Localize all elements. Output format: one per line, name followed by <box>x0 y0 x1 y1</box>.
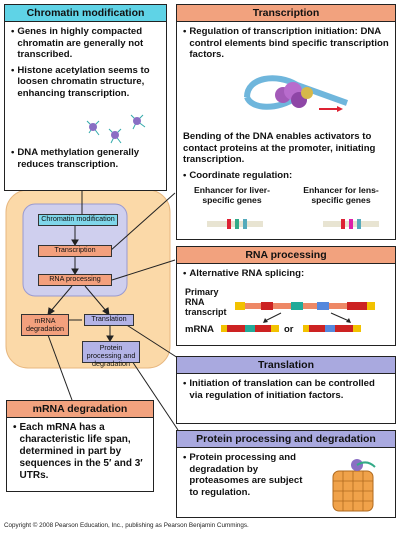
dna-bending-illustration <box>244 75 349 112</box>
flow-transcription: Transcription <box>38 245 112 257</box>
chromatin-panel: Chromatin modification •Genes in highly … <box>4 4 167 191</box>
mrna-degradation-panel: mRNA degradation •Each mRNA has a charac… <box>6 400 154 492</box>
protein-processing-panel: Protein processing and degradation •Prot… <box>176 430 396 518</box>
flow-translation: Translation <box>84 314 134 326</box>
chromatin-title: Chromatin modification <box>5 5 166 22</box>
transcription-title: Transcription <box>177 5 395 22</box>
connector-transcription <box>109 192 176 252</box>
enhancer-liver-label: Enhancer for liver-specific genes <box>194 185 270 205</box>
connector-protein <box>125 351 179 431</box>
transcription-panel: Transcription •Regulation of transcripti… <box>176 4 396 240</box>
degradation-bullet-1: Each mRNA has a characteristic life span… <box>19 422 143 481</box>
transcription-bullet-1: Regulation of transcription initiation: … <box>189 26 389 61</box>
translation-title: Translation <box>177 357 395 374</box>
chromatin-bullet-2: Histone acetylation seems to loosen chro… <box>17 64 150 99</box>
enhancer-illustration <box>207 219 379 229</box>
rna-processing-title: RNA processing <box>177 247 395 264</box>
connector-degradation <box>47 334 73 401</box>
flow-arrows <box>47 226 114 342</box>
connector-translation <box>121 321 179 359</box>
rna-processing-panel: RNA processing •Alternative RNA splicing… <box>176 246 396 346</box>
translation-panel: Translation •Initiation of translation c… <box>176 356 396 424</box>
enhancer-lens-label: Enhancer for lens-specific genes <box>303 185 379 205</box>
protein-processing-title: Protein processing and degradation <box>177 431 395 448</box>
mrna-label: mRNA <box>185 324 215 335</box>
splicing-illustration <box>221 302 375 332</box>
mrna-degradation-title: mRNA degradation <box>7 401 153 418</box>
connector-rna <box>111 259 176 281</box>
proteasome-illustration <box>332 459 376 512</box>
flow-chromatin: Chromatin modification <box>38 214 118 226</box>
flow-mrna-degradation: mRNA degradation <box>21 314 69 336</box>
transcription-paragraph-2: Bending of the DNA enables activators to… <box>183 131 376 166</box>
translation-bullet-1: Initiation of translation can be control… <box>189 378 375 401</box>
nucleosome-illustration <box>86 114 146 144</box>
chromatin-bullet-1: Genes in highly compacted chromatin are … <box>17 26 144 61</box>
flow-rna-processing: RNA processing <box>38 274 112 286</box>
chromatin-bullet-3: DNA methylation generally reduces transc… <box>17 147 140 170</box>
copyright-text: Copyright © 2008 Pearson Education, Inc.… <box>4 522 249 529</box>
transcription-bullet-3: Coordinate regulation: <box>189 169 293 181</box>
or-label: or <box>284 324 294 335</box>
protein-bullet-1: Protein processing and degradation by pr… <box>189 452 303 498</box>
primary-transcript-label: Primary RNA transcript <box>185 287 227 317</box>
flow-protein-processing: Protein processing and degradation <box>82 341 140 368</box>
rna-bullet-1: Alternative RNA splicing: <box>189 268 305 279</box>
